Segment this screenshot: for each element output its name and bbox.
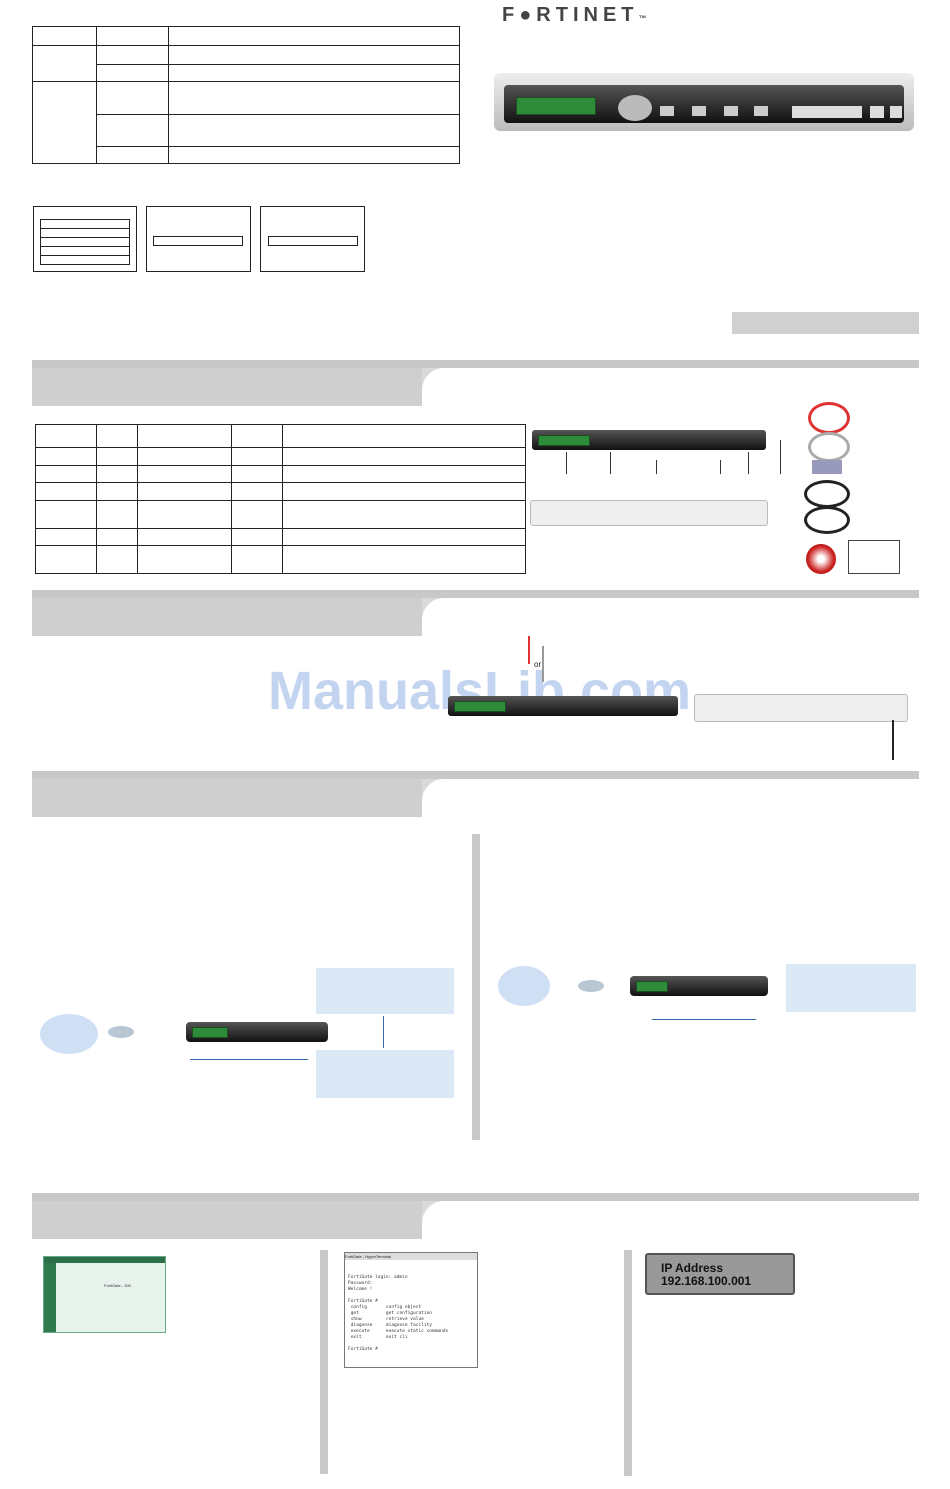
section-band-2 [32, 590, 919, 636]
gray-title-bar [732, 312, 919, 334]
section-band-4 [32, 1193, 919, 1239]
lan-panel-upper [316, 968, 454, 1014]
ethernet-cable-red-icon [808, 402, 850, 434]
device-back-small [530, 500, 768, 526]
device-front-connect [448, 696, 678, 716]
section-divider-2 [320, 1250, 328, 1474]
console-cable-icon [804, 506, 850, 534]
power-cable-icon [804, 480, 850, 508]
fortigate-left [186, 1022, 328, 1042]
router-left [108, 1026, 134, 1038]
or-label: or [534, 660, 542, 669]
lcd-line-1: IP Address [661, 1261, 724, 1275]
arrow-vertical [383, 1016, 384, 1048]
lan-panel-right [786, 964, 916, 1012]
lcd-line-2: 192.168.100.001 [661, 1274, 752, 1288]
cable-gray-line [542, 646, 544, 682]
fortigate-right [630, 976, 768, 996]
cd-icon [806, 544, 836, 574]
lcd-ip-display: IP Address 192.168.100.001 [645, 1253, 795, 1295]
arrow-horizontal-right [652, 1019, 756, 1020]
fortinet-logo: F●RTINET™ [502, 4, 647, 27]
led-table [32, 26, 460, 164]
power-cord-line [892, 720, 894, 760]
cable-red-line [528, 636, 530, 664]
logo-trademark: ™ [638, 14, 647, 23]
lcd-menu-box-2 [146, 206, 251, 272]
ethernet-cable-gray-icon [808, 432, 850, 462]
section-divider-3 [624, 1250, 632, 1476]
ports-table [35, 424, 526, 574]
internet-cloud-left [40, 1014, 98, 1054]
internet-cloud-right [498, 966, 550, 1006]
router-right [578, 980, 604, 992]
cli-titlebar: FortiGate - HyperTerminal [345, 1253, 477, 1260]
device-back-connect [694, 694, 908, 722]
quickstart-guide-icon [848, 540, 900, 574]
lan-panel-lower [316, 1050, 454, 1098]
transceiver-icon [812, 460, 842, 474]
device-front-small [532, 430, 766, 450]
web-login-title: FortiGate - 300 [104, 1283, 131, 1288]
lcd-menu-box-3 [260, 206, 365, 272]
web-manager-screenshot: FortiGate - 300 [43, 1256, 166, 1333]
cli-text: FortiGate login: admin Password: Welcome… [348, 1275, 449, 1352]
device-front-image [494, 73, 914, 131]
section-band-3 [32, 771, 919, 817]
section-band-1 [32, 360, 919, 406]
cli-screenshot: FortiGate - HyperTerminal FortiGate logi… [344, 1252, 478, 1368]
logo-text: F●RTINET [502, 4, 639, 26]
section-divider-1 [472, 834, 480, 1140]
arrow-horizontal-left [190, 1059, 308, 1060]
lcd-menu-box-1 [33, 206, 137, 272]
connector-lines [566, 452, 567, 474]
